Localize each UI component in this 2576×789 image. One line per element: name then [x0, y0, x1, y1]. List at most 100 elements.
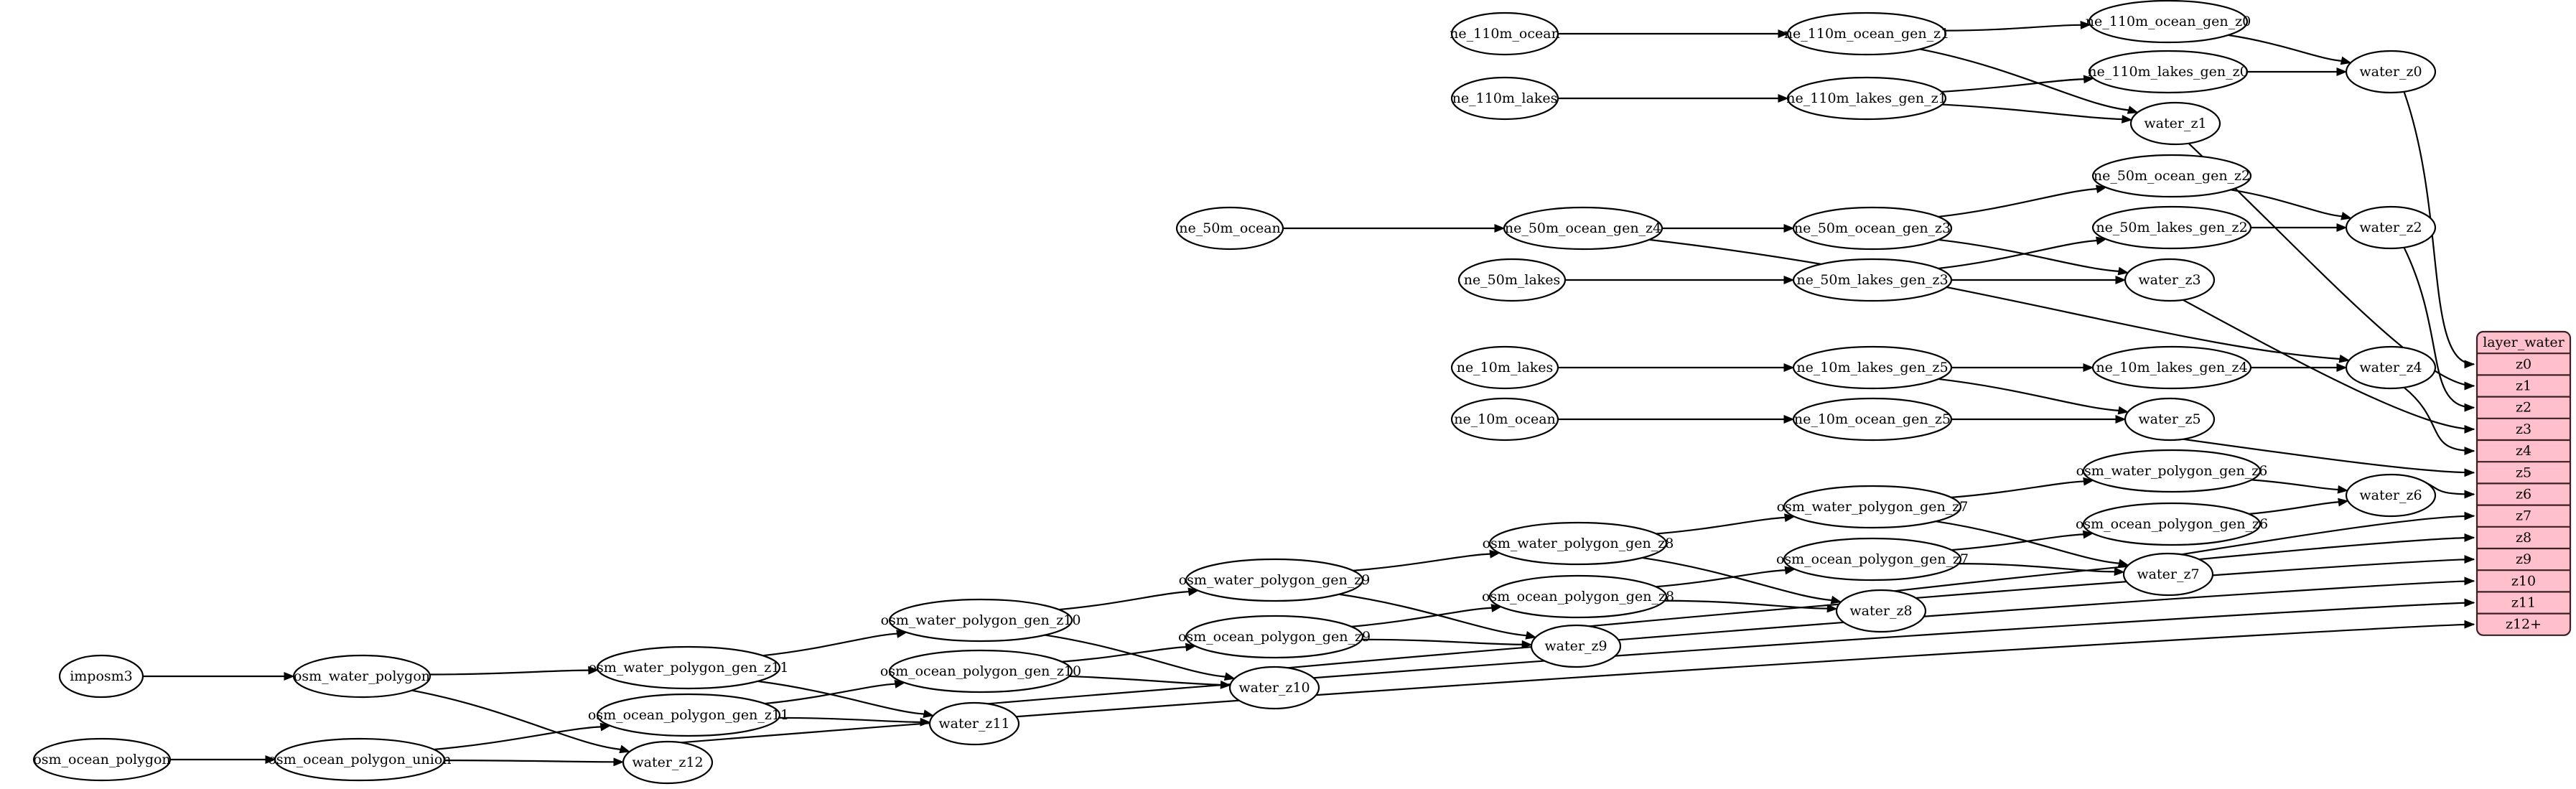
node-ellipse	[2088, 0, 2249, 44]
node-ellipse	[2122, 552, 2214, 597]
graph-node-ne_110m_ocean[interactable]: ne_110m_ocean	[1450, 11, 1560, 56]
table-row-label: z5	[2516, 464, 2531, 480]
edge-arrowhead	[2464, 403, 2475, 412]
graph-node-water_z11[interactable]: water_z11	[928, 701, 1020, 746]
graph-node-ne_110m_lakes[interactable]: ne_110m_lakes	[1450, 76, 1559, 121]
table-row-label: z11	[2511, 595, 2536, 611]
graph-node-water_z5[interactable]: water_z5	[2124, 397, 2216, 442]
graph-node-water_z7[interactable]: water_z7	[2122, 552, 2214, 597]
graph-edge	[1069, 675, 1223, 686]
table-row-label: z1	[2516, 378, 2531, 394]
graph-node-ne_50m_ocean[interactable]: ne_50m_ocean	[1175, 206, 1284, 251]
graph-node-water_z9[interactable]: water_z9	[1530, 624, 1622, 668]
node-label: ne_50m_lakes_gen_z3	[1796, 272, 1948, 288]
graph-node-ne_110m_ocean_gen_z0[interactable]: ne_110m_ocean_gen_z0	[2086, 0, 2251, 44]
edge-arrowhead	[1783, 224, 1795, 233]
graph-node-imposm3[interactable]: imposm3	[58, 654, 144, 699]
node-ellipse	[1792, 206, 1953, 251]
graph-node-ne_50m_lakes_gen_z2[interactable]: ne_50m_lakes_gen_z2	[2091, 205, 2252, 250]
node-label: ne_110m_ocean_gen_z0	[2086, 14, 2251, 29]
graph-node-osm_ocean_polygon_gen_z7[interactable]: osm_ocean_polygon_gen_z7	[1776, 537, 1969, 582]
graph-node-ne_10m_ocean[interactable]: ne_10m_ocean	[1450, 397, 1559, 442]
edge-arrowhead	[2080, 21, 2091, 29]
graph-edge	[1353, 553, 1492, 571]
node-label: osm_ocean_polygon_gen_z9	[1178, 629, 1371, 645]
graph-node-osm_ocean_polygon_gen_z11[interactable]: osm_ocean_polygon_gen_z11	[588, 693, 789, 737]
edge-arrowhead	[265, 755, 276, 764]
table-row-label: z2	[2516, 400, 2531, 416]
graph-node-ne_50m_lakes_gen_z3[interactable]: ne_50m_lakes_gen_z3	[1792, 258, 1953, 302]
node-label: ne_10m_lakes_gen_z5	[1796, 360, 1948, 375]
node-label: osm_water_polygon_gen_z9	[1179, 572, 1371, 588]
edge-arrowhead	[1778, 29, 1789, 38]
graph-node-ne_10m_lakes_gen_z4[interactable]: ne_10m_lakes_gen_z4	[2091, 345, 2252, 390]
edge-arrowhead	[2083, 75, 2095, 84]
edge-arrowhead	[284, 672, 295, 681]
edge-arrowhead	[2341, 212, 2352, 220]
graph-node-water_z12[interactable]: water_z12	[622, 740, 714, 785]
node-label: osm_ocean_polygon_gen_z7	[1776, 551, 1969, 567]
graph-node-osm_water_polygon_gen_z7[interactable]: osm_water_polygon_gen_z7	[1777, 485, 1969, 529]
graph-edge	[1361, 638, 1524, 645]
graph-node-osm_water_polygon_gen_z10[interactable]: osm_water_polygon_gen_z10	[881, 598, 1081, 643]
graph-node-ne_110m_ocean_gen_z1[interactable]: ne_110m_ocean_gen_z1	[1784, 11, 1949, 56]
node-ellipse	[2091, 205, 2252, 250]
edge-arrowhead	[923, 709, 935, 719]
node-ellipse	[928, 701, 1020, 746]
edge-arrowhead	[619, 744, 631, 754]
node-label: ne_50m_ocean	[1179, 220, 1281, 236]
graph-node-ne_50m_ocean_gen_z4[interactable]: ne_50m_ocean_gen_z4	[1503, 206, 1663, 251]
graph-node-osm_water_polygon_gen_z6[interactable]: osm_water_polygon_gen_z6	[2076, 449, 2268, 493]
graph-node-water_z10[interactable]: water_z10	[1228, 666, 1320, 710]
graph-node-osm_ocean_polygon_gen_z6[interactable]: osm_ocean_polygon_gen_z6	[2076, 502, 2268, 546]
node-ellipse	[274, 737, 446, 782]
node-label: water_z11	[938, 716, 1009, 732]
node-ellipse	[1792, 258, 1953, 302]
graph-node-ne_10m_lakes_gen_z5[interactable]: ne_10m_lakes_gen_z5	[1792, 345, 1953, 390]
graph-node-osm_ocean_polygon_union[interactable]: osm_ocean_polygon_union	[268, 737, 452, 782]
node-ellipse	[1450, 345, 1559, 390]
graph-node-ne_110m_lakes_gen_z0[interactable]: ne_110m_lakes_gen_z0	[2088, 50, 2249, 94]
graph-node-ne_50m_lakes[interactable]: ne_50m_lakes	[1457, 258, 1567, 302]
graph-node-water_z6[interactable]: water_z6	[2345, 473, 2437, 518]
graph-node-osm_ocean_polygon_gen_z8[interactable]: osm_ocean_polygon_gen_z8	[1482, 574, 1674, 619]
graph-node-ne_50m_ocean_gen_z3[interactable]: ne_50m_ocean_gen_z3	[1792, 206, 1953, 251]
edge-arrowhead	[2464, 447, 2475, 456]
edge-arrowhead	[2464, 576, 2475, 586]
node-ellipse	[1457, 258, 1567, 302]
graph-node-osm_ocean_polygon_gen_z10[interactable]: osm_ocean_polygon_gen_z10	[880, 649, 1081, 694]
graph-node-osm_ocean_polygon[interactable]: osm_ocean_polygon	[32, 737, 172, 782]
node-label: osm_ocean_polygon_gen_z10	[880, 663, 1081, 679]
graph-node-water_z4[interactable]: water_z4	[2345, 345, 2437, 390]
edge-arrowhead	[2083, 363, 2094, 372]
node-label: osm_water_polygon_gen_z10	[881, 612, 1081, 628]
graph-node-ne_110m_lakes_gen_z1[interactable]: ne_110m_lakes_gen_z1	[1786, 76, 1947, 121]
graph-node-osm_water_polygon_gen_z11[interactable]: osm_water_polygon_gen_z11	[589, 645, 789, 690]
graph-node-ne_50m_ocean_gen_z2[interactable]: ne_50m_ocean_gen_z2	[2091, 154, 2252, 198]
node-ellipse	[1792, 345, 1953, 390]
graph-node-ne_10m_ocean_gen_z5[interactable]: ne_10m_ocean_gen_z5	[1792, 397, 1953, 442]
graph-node-water_z0[interactable]: water_z0	[2345, 50, 2437, 94]
node-ellipse	[2088, 50, 2249, 94]
graph-edge	[1951, 480, 2086, 498]
graph-node-osm_water_polygon_gen_z8[interactable]: osm_water_polygon_gen_z8	[1483, 521, 1674, 566]
graph-edge	[681, 623, 2475, 744]
node-ellipse	[1786, 11, 1947, 56]
graph-edge	[1959, 563, 2117, 573]
graph-node-osm_water_polygon_gen_z9[interactable]: osm_water_polygon_gen_z9	[1179, 558, 1371, 602]
graph-node-ne_10m_lakes[interactable]: ne_10m_lakes	[1450, 345, 1559, 390]
graph-node-water_z3[interactable]: water_z3	[2124, 258, 2216, 302]
graph-edge	[1338, 593, 1529, 637]
table-row-label: z9	[2516, 551, 2531, 567]
graph-node-water_z8[interactable]: water_z8	[1835, 589, 1927, 633]
graph-node-osm_water_polygon[interactable]: osm_water_polygon	[292, 654, 431, 699]
graph-node-water_z1[interactable]: water_z1	[2129, 101, 2221, 146]
graph-node-osm_ocean_polygon_gen_z9[interactable]: osm_ocean_polygon_gen_z9	[1178, 615, 1371, 659]
node-label: ne_50m_ocean_gen_z2	[2094, 168, 2250, 184]
graph-node-water_z2[interactable]: water_z2	[2345, 205, 2437, 250]
table-row-label: z12+	[2506, 617, 2542, 632]
graph-edge	[2188, 142, 2475, 387]
node-label: imposm3	[70, 668, 133, 684]
layer-water-table[interactable]: layer_waterz0z1z2z3z4z5z6z7z8z9z10z11z12…	[2475, 330, 2572, 636]
node-label: water_z1	[2144, 116, 2206, 131]
